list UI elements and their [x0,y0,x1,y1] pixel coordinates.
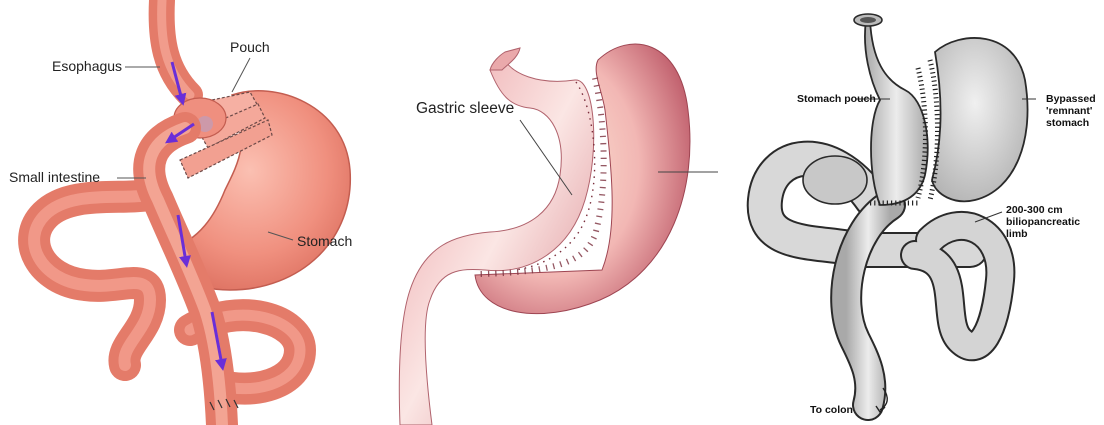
label-bypassed-line2: 'remnant' [1046,105,1092,117]
label-small-intestine: Small intestine [9,169,100,185]
label-bypassed-line3: stomach [1046,117,1089,129]
label-limb-line2: biliopancreatic [1006,216,1080,228]
label-esophagus: Esophagus [52,58,122,74]
gastric-sleeve-panel: Gastric sleeve [380,0,740,425]
gastric-bypass-panel: Esophagus Pouch Small intestine Stomach [0,0,380,425]
label-bypassed-line1: Bypassed [1046,93,1096,105]
gastric-sleeve-illustration [380,0,740,425]
stomach-pouch [865,20,928,205]
label-gastric-sleeve: Gastric sleeve [416,100,514,118]
label-stomach-pouch: Stomach pouch [797,93,876,105]
label-to-colon: To colon [810,404,853,416]
label-limb-line3: limb [1006,228,1028,240]
label-limb-line1: 200-300 cm [1006,204,1063,216]
label-stomach: Stomach [297,233,352,249]
remnant-stomach [932,38,1028,201]
biliopancreatic-diversion-panel: Stomach pouch Bypassed 'remnant' stomach… [740,0,1104,425]
label-pouch: Pouch [230,39,270,55]
